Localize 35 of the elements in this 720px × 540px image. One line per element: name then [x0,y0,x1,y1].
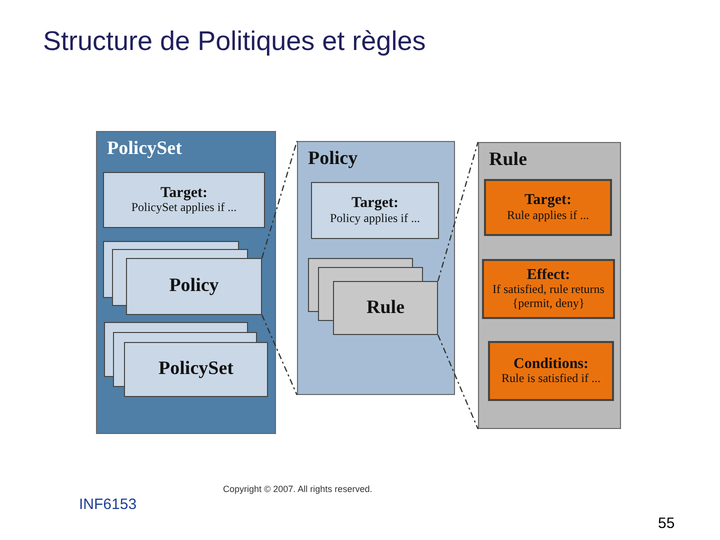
condition-box [488,341,614,401]
heading: Conditions: [513,356,589,372]
container-panel [478,142,621,429]
heading: PolicySet [107,138,182,160]
heading: Target: [352,195,398,212]
dashed-connector [437,334,479,430]
heading: Rule [366,298,404,318]
description: Policy applies if ... [330,212,420,226]
stacked-card [333,281,438,335]
dashed-connector [261,314,298,396]
condition-box [103,172,265,228]
description: If satisfied, rule returns {permit, deny} [492,283,606,312]
heading: Target: [524,192,572,209]
dashed-connector [261,140,298,258]
stacked-card [126,258,262,315]
heading: PolicySet [158,359,234,380]
condition-box [311,182,439,239]
course-code: INF6153 [79,496,137,513]
slide-title: Structure de Politiques et règles [43,26,426,57]
condition-box [482,259,615,319]
description: PolicySet applies if ... [131,201,237,216]
heading: Rule [489,149,527,171]
page-number: 55 [658,515,675,532]
heading: Policy [308,148,358,170]
stacked-card [124,342,268,397]
container-panel [297,141,455,395]
heading: Policy [169,276,219,297]
heading: Target: [160,184,208,202]
description: Rule applies if ... [507,208,589,223]
heading: Effect: [526,266,570,284]
condition-box [484,179,612,236]
copyright-note: Copyright © 2007. All rights reserved. [223,484,372,494]
description: Rule is satisfied if ... [502,372,600,386]
dashed-connector [437,142,479,282]
container-panel [96,131,276,434]
